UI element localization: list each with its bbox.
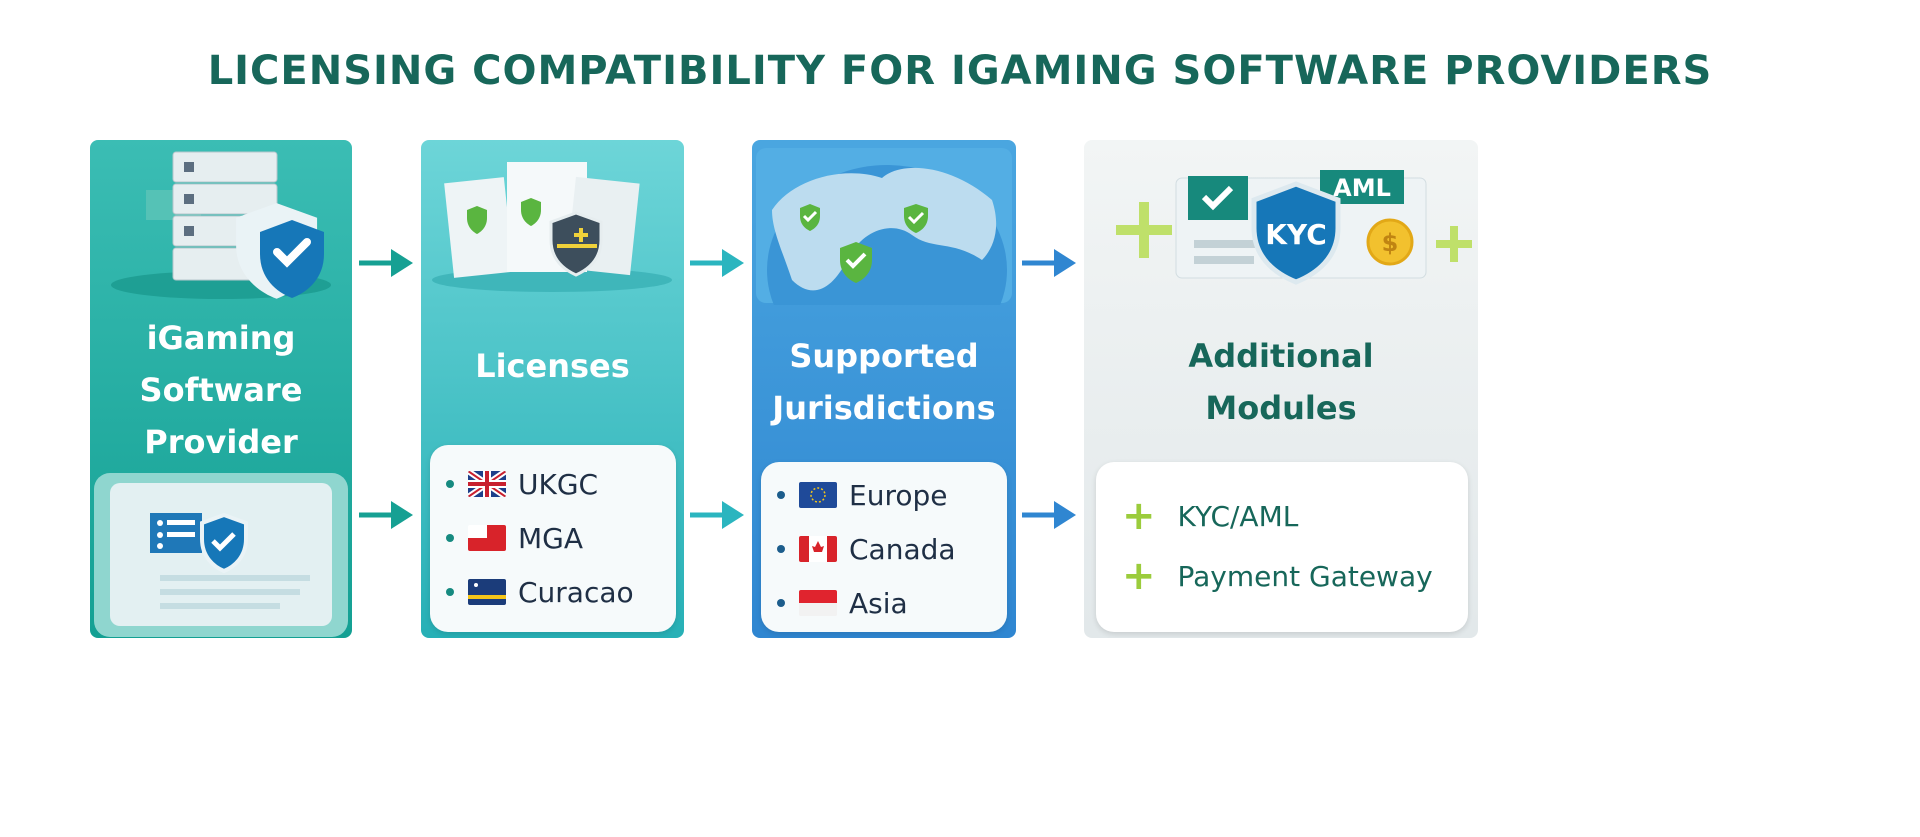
license-label: MGA <box>518 521 584 555</box>
asia-flag-icon <box>799 590 837 616</box>
card-title-line: Software <box>139 371 303 409</box>
card-title-line: Provider <box>144 423 298 461</box>
list-item: + Payment Gateway <box>1112 546 1452 606</box>
card-jurisdictions: Supported Jurisdictions Europe Canada As… <box>752 140 1016 638</box>
module-label: Payment Gateway <box>1177 559 1433 593</box>
curacao-flag-icon <box>468 579 506 605</box>
list-item: MGA <box>446 511 660 565</box>
arrow-right-icon <box>1022 249 1076 277</box>
eu-flag-icon <box>799 482 837 508</box>
license-label: Curacao <box>518 575 634 609</box>
jurisdiction-label: Europe <box>849 478 948 512</box>
card-title-line: iGaming <box>146 319 296 357</box>
card-title-line: Jurisdictions <box>772 389 996 427</box>
plus-icon: + <box>1122 493 1156 539</box>
server-shield-icon <box>111 151 331 299</box>
currency-label: $ <box>1382 229 1399 257</box>
malta-flag-icon <box>468 525 506 551</box>
card-licenses: Licenses UKGC MGA Curacao <box>421 140 684 638</box>
arrow-right-icon <box>690 249 744 277</box>
arrow-right-icon <box>1022 501 1076 529</box>
card-title-line: Modules <box>1205 389 1357 427</box>
list-item: Asia <box>777 576 991 630</box>
jurisdiction-label: Canada <box>849 532 956 566</box>
globe-icon <box>756 148 1012 305</box>
list-item: UKGC <box>446 457 660 511</box>
canada-flag-icon <box>799 536 837 562</box>
card-title-line: Supported <box>789 337 979 375</box>
card-additional-modules: AML KYC $ Additional Modules + KYC/AML + P… <box>1084 140 1478 638</box>
list-item: Curacao <box>446 565 660 619</box>
card-software-provider: iGaming Software Provider <box>90 140 352 638</box>
kyc-aml-modules-icon: AML KYC $ <box>1116 170 1472 285</box>
list-item: Canada <box>777 522 991 576</box>
license-documents-icon <box>432 162 672 292</box>
arrow-right-icon <box>359 249 413 277</box>
card-title: Licenses <box>475 347 630 385</box>
module-label: KYC/AML <box>1177 499 1299 533</box>
aml-label: AML <box>1333 174 1391 202</box>
arrow-right-icon <box>690 501 744 529</box>
jurisdiction-label: Asia <box>849 586 908 620</box>
plus-icon: + <box>1122 553 1156 599</box>
kyc-label: KYC <box>1265 218 1327 251</box>
uk-flag-icon <box>468 471 506 497</box>
arrow-right-icon <box>359 501 413 529</box>
list-item: Europe <box>777 468 991 522</box>
checklist-shield-icon <box>110 483 332 626</box>
license-label: UKGC <box>518 467 599 501</box>
page-title: LICENSING COMPATIBILITY FOR IGAMING SOFT… <box>207 48 1713 94</box>
card-title-line: Additional <box>1188 337 1374 375</box>
list-item: + KYC/AML <box>1112 486 1452 546</box>
